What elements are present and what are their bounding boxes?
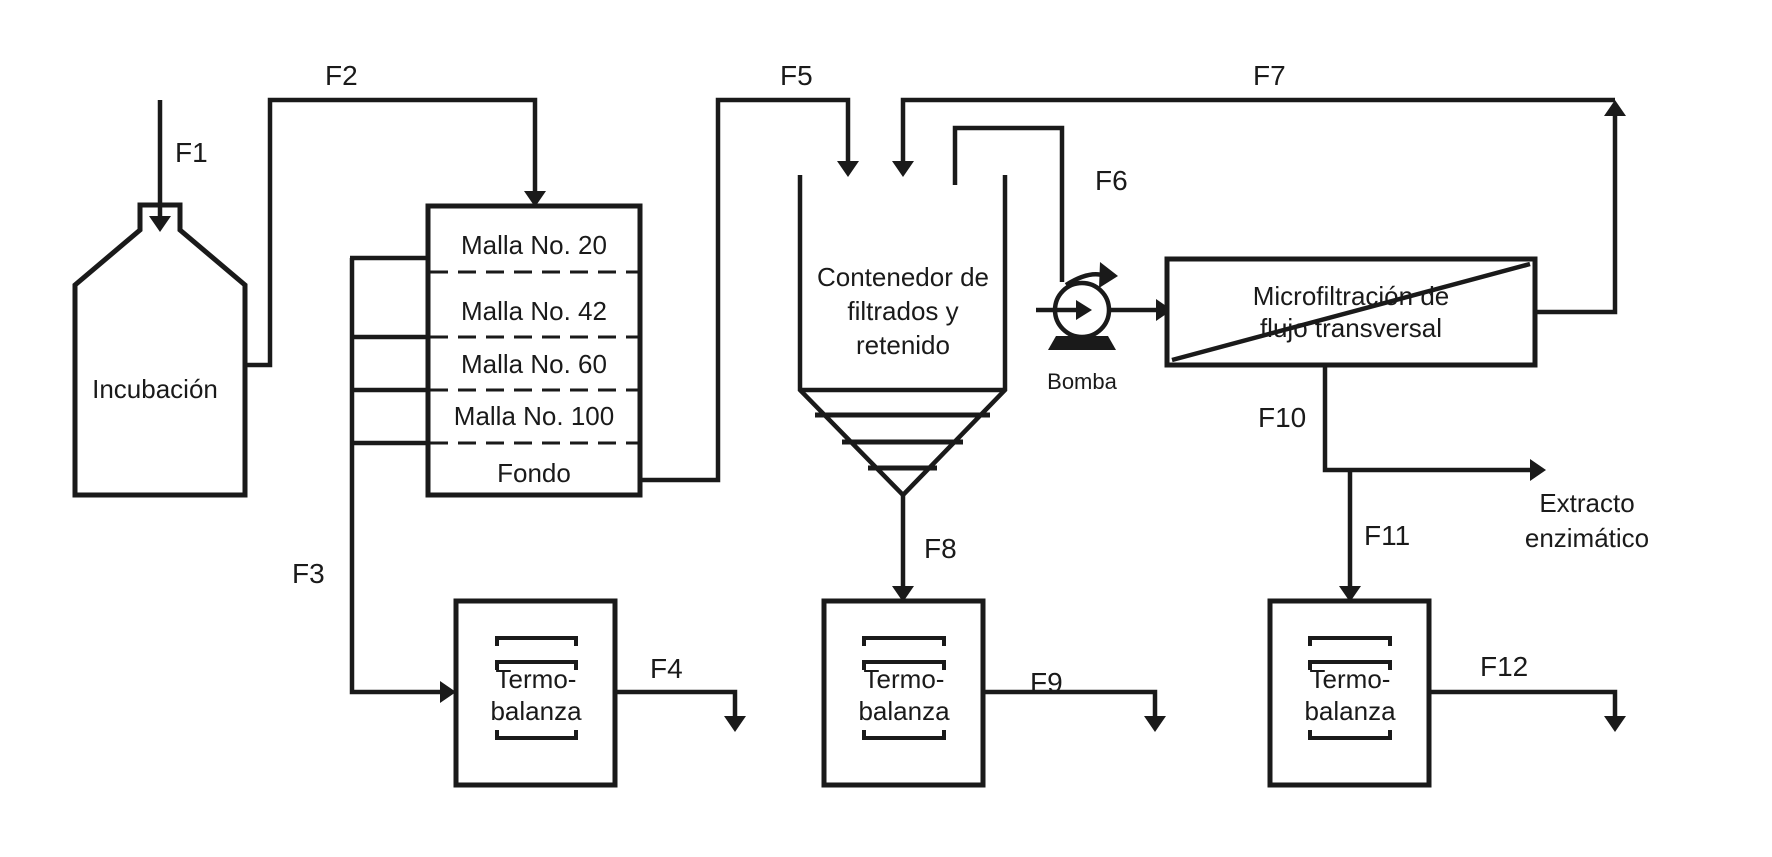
thermobalance-3: Termo- balanza xyxy=(1267,598,1432,788)
microfiltration-label-line2: flujo transversal xyxy=(1260,313,1442,343)
thermobalance-2: Termo- balanza xyxy=(821,598,986,788)
stream-f6: F6 xyxy=(952,125,1128,282)
stream-f11: F11 xyxy=(1339,470,1410,602)
container-label-line1: Contenedor de xyxy=(817,262,989,292)
flow-label-f2: F2 xyxy=(325,60,358,91)
microfiltration-label-line1: Microfiltración de xyxy=(1253,281,1450,311)
stream-f5: F5 xyxy=(640,60,859,483)
stream-f10: F10 Extracto enzimático xyxy=(1258,365,1649,553)
stream-pump-outlet xyxy=(1109,299,1172,321)
flow-label-f7: F7 xyxy=(1253,60,1286,91)
flow-label-f12: F12 xyxy=(1480,651,1528,682)
mesh-label-60: Malla No. 60 xyxy=(461,349,607,379)
flow-label-f8: F8 xyxy=(924,533,957,564)
stream-f4: F4 xyxy=(615,653,746,732)
flow-label-f11: F11 xyxy=(1364,520,1410,551)
stream-f1: F1 xyxy=(149,100,208,232)
sieve-stack: Malla No. 20 Malla No. 42 Malla No. 60 M… xyxy=(425,203,643,498)
stream-f3: F3 xyxy=(292,255,456,703)
flow-label-f10: F10 xyxy=(1258,402,1306,433)
flow-label-f9: F9 xyxy=(1030,667,1063,698)
pump: Bomba xyxy=(1036,262,1118,394)
pump-label: Bomba xyxy=(1047,369,1117,394)
product-label-line1: Extracto xyxy=(1539,488,1634,518)
flow-label-f3: F3 xyxy=(292,558,325,589)
flow-label-f6: F6 xyxy=(1095,165,1128,196)
thermobalance-1-label-line1: Termo- xyxy=(496,664,577,694)
mesh-label-42: Malla No. 42 xyxy=(461,296,607,326)
flow-label-f1: F1 xyxy=(175,137,208,168)
stream-f2: F2 xyxy=(245,60,546,368)
stream-f8: F8 xyxy=(892,495,957,602)
mesh-label-100: Malla No. 100 xyxy=(454,401,614,431)
microfiltration-unit: Microfiltración de flujo transversal xyxy=(1164,256,1538,368)
thermobalance-3-label-line2: balanza xyxy=(1304,696,1396,726)
mesh-label-20: Malla No. 20 xyxy=(461,230,607,260)
thermobalance-1: Termo- balanza xyxy=(453,598,618,788)
container-label-line2: filtrados y xyxy=(847,296,958,326)
product-label-line2: enzimático xyxy=(1525,523,1649,553)
thermobalance-3-label-line1: Termo- xyxy=(1310,664,1391,694)
stream-f12: F12 xyxy=(1429,651,1626,732)
filtrate-container: Contenedor de filtrados y retenido xyxy=(797,175,1008,499)
container-label-line3: retenido xyxy=(856,330,950,360)
thermobalance-2-label-line1: Termo- xyxy=(864,664,945,694)
sieve-bottom-label: Fondo xyxy=(497,458,571,488)
thermobalance-1-label-line2: balanza xyxy=(490,696,582,726)
incubation-vessel: Incubación xyxy=(72,202,248,498)
flow-label-f4: F4 xyxy=(650,653,683,684)
stream-f9: F9 xyxy=(983,667,1166,732)
stream-f7: F7 xyxy=(892,60,1626,315)
thermobalance-2-label-line2: balanza xyxy=(858,696,950,726)
flow-label-f5: F5 xyxy=(780,60,813,91)
incubation-label: Incubación xyxy=(92,374,218,404)
